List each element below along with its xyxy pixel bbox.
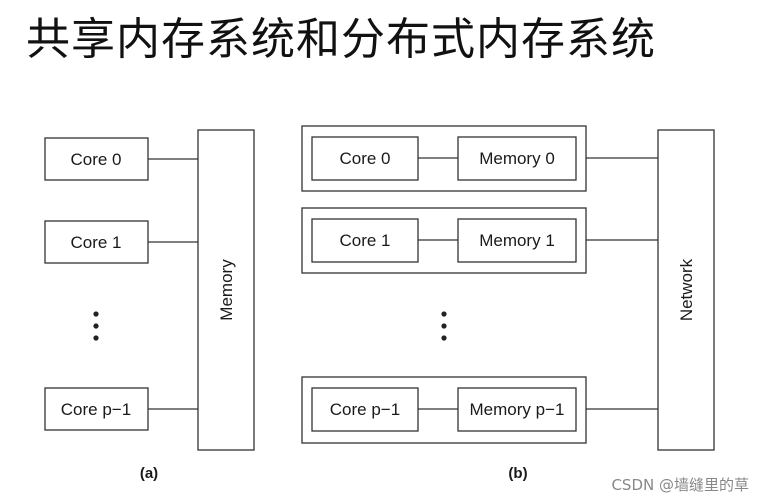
ellipsis-dot-a bbox=[93, 335, 99, 341]
memory-label-b-0: Memory 0 bbox=[479, 149, 555, 168]
memory-label-b-last: Memory p−1 bbox=[470, 400, 565, 419]
shared-memory-label: Memory bbox=[217, 259, 236, 321]
core-label-b-0: Core 0 bbox=[339, 149, 390, 168]
distributed-memory-diagram: Network Core 0 Memory 0 Core 1 Memory 1 … bbox=[301, 125, 715, 482]
network-block bbox=[657, 129, 715, 451]
ellipsis-dot-b bbox=[441, 323, 447, 329]
caption-b: (b) bbox=[508, 465, 527, 482]
core-label-a-1: Core 1 bbox=[70, 233, 121, 252]
core-label-b-1: Core 1 bbox=[339, 231, 390, 250]
memory-label-b-1: Memory 1 bbox=[479, 231, 555, 250]
ellipsis-dot-b bbox=[441, 311, 447, 317]
page-title: 共享内存系统和分布式内存系统 bbox=[26, 14, 656, 65]
ellipsis-dot-a bbox=[93, 311, 99, 317]
core-label-b-last: Core p−1 bbox=[330, 400, 400, 419]
network-label: Network bbox=[677, 258, 696, 321]
shared-memory-block bbox=[197, 129, 255, 451]
core-label-a-0: Core 0 bbox=[70, 150, 121, 169]
caption-a: (a) bbox=[140, 465, 158, 482]
core-box-b-0 bbox=[311, 136, 419, 181]
core-box-a-0 bbox=[44, 137, 149, 181]
ellipsis-dot-a bbox=[93, 323, 99, 329]
ellipsis-dot-b bbox=[441, 335, 447, 341]
core-box-b-last bbox=[311, 387, 419, 432]
core-label-a-last: Core p−1 bbox=[61, 400, 131, 419]
csdn-watermark: CSDN @墙缝里的草 bbox=[611, 476, 749, 494]
memory-box-b-1 bbox=[457, 218, 577, 263]
memory-box-b-0 bbox=[457, 136, 577, 181]
shared-memory-diagram: Memory Core 0 Core 1 Core p−1 (a) bbox=[44, 129, 255, 482]
memory-box-b-last bbox=[457, 387, 577, 432]
core-box-a-1 bbox=[44, 220, 149, 264]
